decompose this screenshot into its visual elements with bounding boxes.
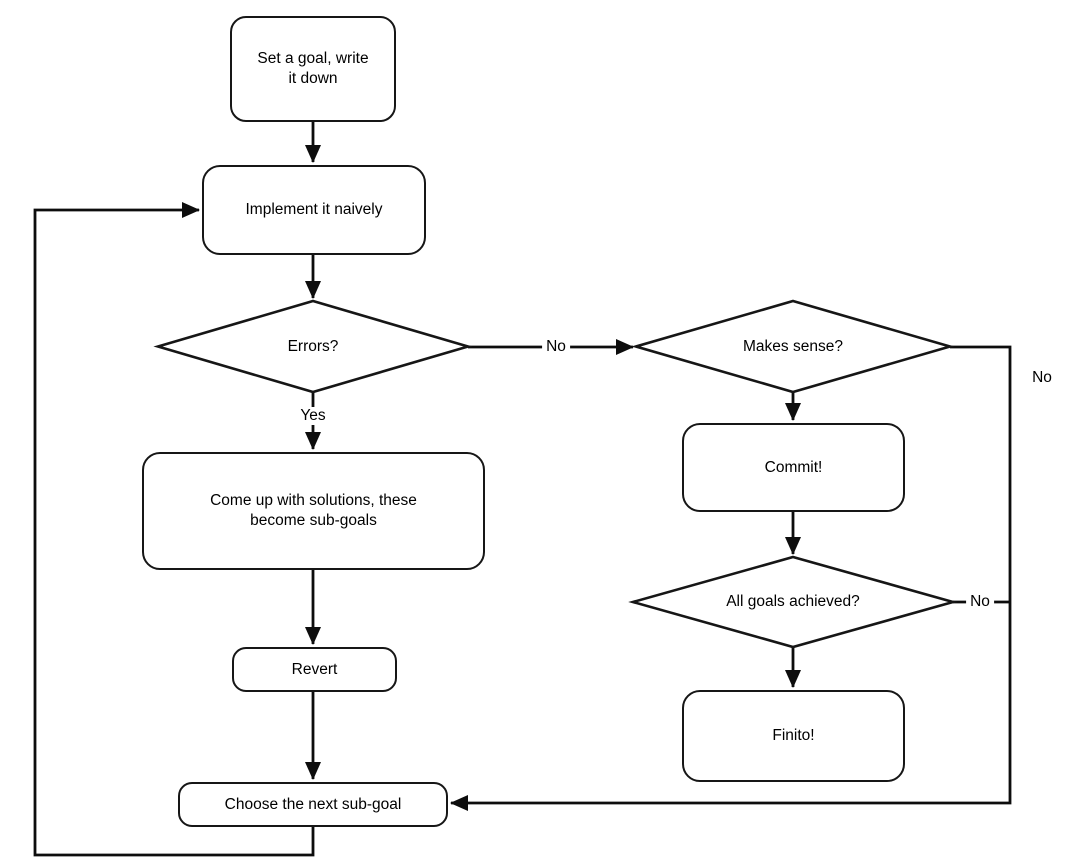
errors-diamond-label: Errors? [287,338,339,355]
node-set-goal-label-line1: Set a goal, write [257,50,369,67]
edge-label-no-makes-sense: No [1028,369,1056,387]
errors-diamond [153,299,473,394]
node-finito: Finito! [682,690,905,782]
edge-label-no-all-goals: No [966,593,994,611]
node-set-goal: Set a goal, write it down [230,16,396,122]
edge-choose-implement-loop [33,202,315,857]
edge-label-no-errors: No [542,338,570,356]
makes-sense-diamond [631,299,955,394]
edge-makessense-choose-no [450,345,1012,811]
node-commit: Commit! [682,423,905,512]
node-revert: Revert [232,647,397,692]
node-implement: Implement it naively [202,165,426,255]
node-solutions-label-line1: Come up with solutions, these [210,492,417,509]
makes-sense-diamond-label: Makes sense? [743,338,843,355]
node-solutions: Come up with solutions, these become sub… [142,452,485,570]
all-goals-diamond [628,555,958,649]
node-set-goal-label-line2: it down [288,70,338,87]
node-solutions-label-line2: become sub-goals [250,512,377,529]
all-goals-diamond-label: All goals achieved? [726,593,860,610]
node-choose: Choose the next sub-goal [178,782,448,827]
edge-label-yes: Yes [296,407,330,425]
